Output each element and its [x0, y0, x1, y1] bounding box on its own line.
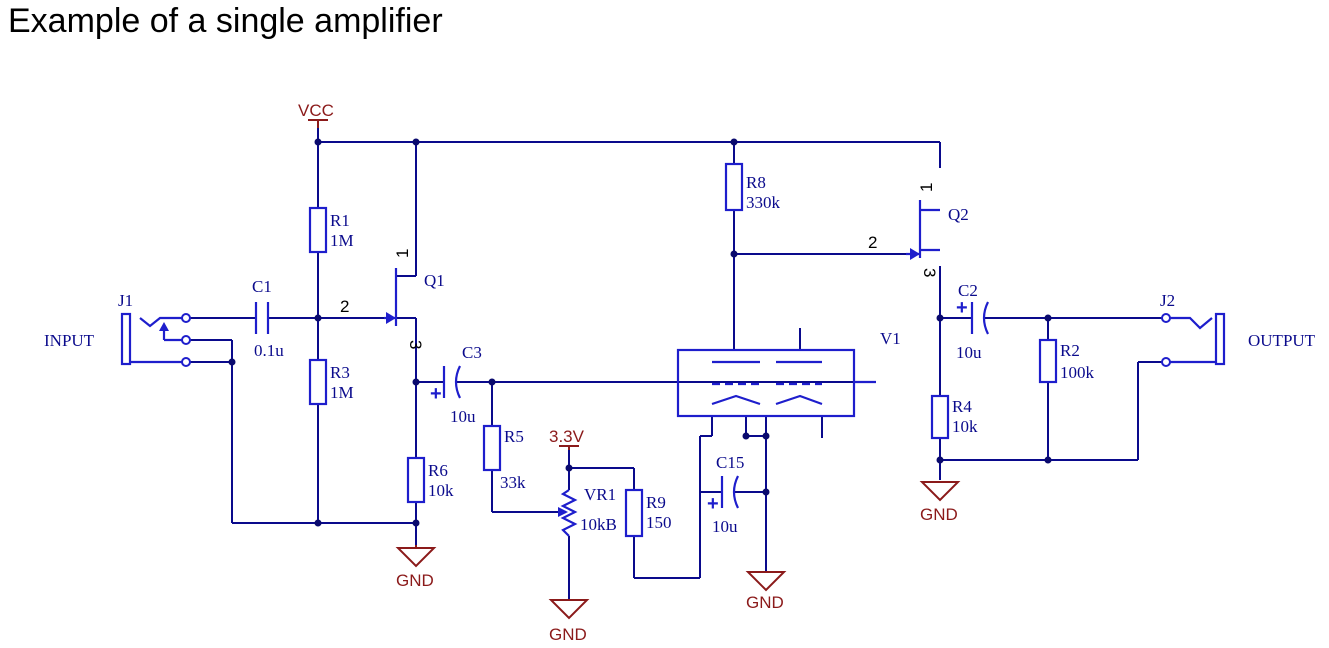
svg-text:33k: 33k — [500, 473, 526, 492]
resistor-r3: R3 1M — [308, 358, 354, 406]
svg-text:R9: R9 — [646, 493, 666, 512]
svg-text:V1: V1 — [880, 329, 901, 348]
svg-text:+: + — [707, 493, 719, 515]
svg-text:INPUT: INPUT — [44, 331, 95, 350]
svg-text:R8: R8 — [746, 173, 766, 192]
resistor-r9: R9 150 — [624, 488, 672, 538]
svg-text:C15: C15 — [716, 453, 744, 472]
svg-text:1: 1 — [393, 249, 412, 258]
svg-text:GND: GND — [549, 625, 587, 644]
ground-symbol-vr1: GND — [548, 599, 590, 644]
tube-v1: V1 — [676, 329, 901, 418]
svg-text:10kB: 10kB — [580, 515, 617, 534]
svg-text:J1: J1 — [118, 291, 133, 310]
resistor-r4: R4 10k — [930, 394, 978, 440]
resistor-r1: R1 1M — [308, 206, 354, 254]
svg-text:1: 1 — [917, 183, 936, 192]
svg-text:3: 3 — [920, 268, 939, 277]
svg-text:+: + — [430, 383, 442, 405]
svg-text:10k: 10k — [952, 417, 978, 436]
svg-text:100k: 100k — [1060, 363, 1095, 382]
ground-symbol-output: GND — [919, 481, 961, 524]
svg-text:+: + — [956, 297, 968, 319]
connector-j2: J2 OUTPUT — [1160, 291, 1316, 367]
svg-text:330k: 330k — [746, 193, 781, 212]
svg-text:GND: GND — [920, 505, 958, 524]
svg-text:R6: R6 — [428, 461, 448, 480]
svg-text:C3: C3 — [462, 343, 482, 362]
svg-text:R4: R4 — [952, 397, 972, 416]
transistor-q1: Q1 2 1 3 — [340, 249, 445, 350]
svg-text:3: 3 — [406, 340, 425, 349]
ground-symbol-q1: GND — [395, 545, 437, 590]
resistor-r6: R6 10k — [406, 456, 454, 504]
svg-text:1M: 1M — [330, 383, 354, 402]
svg-text:10u: 10u — [450, 407, 476, 426]
ground-symbol-tube: GND — [745, 571, 787, 612]
vcc-symbol: VCC — [298, 101, 334, 128]
v33-label: 3.3V — [549, 427, 585, 446]
capacitor-c1: C1 0.1u — [252, 277, 284, 360]
svg-text:J2: J2 — [1160, 291, 1175, 310]
svg-text:GND: GND — [746, 593, 784, 612]
vcc-label: VCC — [298, 101, 334, 120]
svg-text:R1: R1 — [330, 211, 350, 230]
potentiometer-vr1: VR1 10kB — [558, 485, 617, 537]
svg-text:0.1u: 0.1u — [254, 341, 284, 360]
resistor-r2: R2 100k — [1038, 338, 1095, 384]
capacitor-c15: + C15 10u — [707, 453, 744, 536]
capacitor-c2: + C2 10u — [956, 281, 989, 362]
svg-text:2: 2 — [340, 297, 349, 316]
junctions — [228, 138, 1052, 527]
svg-text:R2: R2 — [1060, 341, 1080, 360]
diagram-title: Example of a single amplifier — [8, 2, 443, 40]
svg-text:VR1: VR1 — [584, 485, 616, 504]
svg-text:Q2: Q2 — [948, 205, 969, 224]
svg-text:150: 150 — [646, 513, 672, 532]
svg-text:10u: 10u — [956, 343, 982, 362]
v33-symbol: 3.3V — [549, 427, 585, 450]
svg-text:R3: R3 — [330, 363, 350, 382]
svg-text:C1: C1 — [252, 277, 272, 296]
resistor-r8: R8 330k — [724, 162, 781, 212]
svg-text:10k: 10k — [428, 481, 454, 500]
svg-text:1M: 1M — [330, 231, 354, 250]
svg-text:2: 2 — [868, 233, 877, 252]
connector-j1: J1 INPUT — [44, 291, 191, 367]
capacitor-c3: + C3 10u — [430, 343, 482, 426]
svg-text:OUTPUT: OUTPUT — [1248, 331, 1316, 350]
resistor-r5: R5 33k — [482, 424, 526, 492]
svg-text:R5: R5 — [504, 427, 524, 446]
svg-text:Q1: Q1 — [424, 271, 445, 290]
svg-text:C2: C2 — [958, 281, 978, 300]
svg-text:10u: 10u — [712, 517, 738, 536]
transistor-q2: Q2 2 1 3 — [868, 183, 969, 278]
svg-text:GND: GND — [396, 571, 434, 590]
